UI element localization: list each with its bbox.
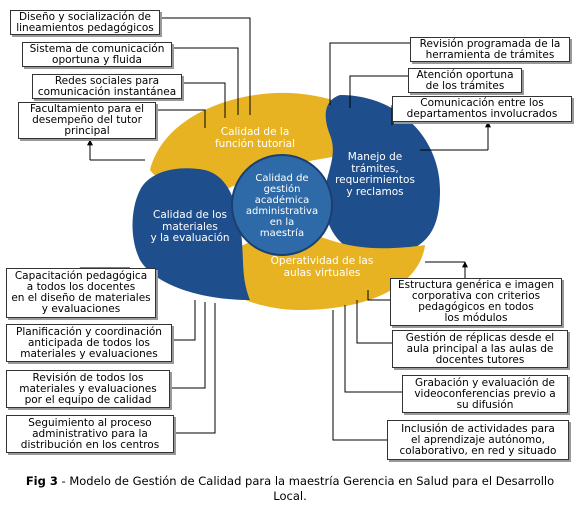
box-seguimiento-proceso: Seguimiento al proceso administrativo pa… <box>6 415 174 453</box>
petal-right-shape <box>324 95 440 260</box>
center-label: Calidad de gestión académica administrat… <box>245 173 319 239</box>
box-planificacion-coordinacion: Planificación y coordinación anticipada … <box>6 324 172 362</box>
figure-caption: Fig 3 - Modelo de Gestión de Calidad par… <box>10 474 570 504</box>
box-atencion-tramites: Atención oportuna de los trámites <box>408 68 522 93</box>
petal-bottom-label: Operatividad de las aulas virtuales <box>270 255 374 279</box>
box-sistema-comunicacion: Sistema de comunicación oportuna y fluid… <box>22 42 172 67</box>
box-diseno-lineamientos: Diseño y socialización de lineamientos p… <box>10 10 160 35</box>
petal-right-label: Manejo de trámites, requerimientos y rec… <box>335 151 415 198</box>
box-comunicacion-departamentos: Comunicación entre los departamentos inv… <box>392 96 572 122</box>
caption-label: Fig 3 <box>25 474 58 488</box>
center-circle <box>231 154 333 256</box>
connectors <box>77 17 491 441</box>
caption-text: - Modelo de Gestión de Calidad para la m… <box>57 474 555 503</box>
box-revision-tramites: Revisión programada de la herramienta de… <box>410 37 570 62</box>
box-capacitacion-pedagogica: Capacitación pedagógica a todos los doce… <box>6 268 156 318</box>
box-inclusion-actividades: Inclusión de actividades para el aprendi… <box>387 420 569 460</box>
petal-shapes <box>132 92 440 310</box>
petal-left-shape <box>132 168 250 300</box>
box-grabacion-videoconferencias: Grabación y evaluación de videoconferenc… <box>402 375 568 413</box>
petal-top-label: Calidad de la función tutorial <box>214 126 295 150</box>
box-estructura-generica: Estructura genérica e imagen corporativa… <box>390 278 562 326</box>
box-gestion-replicas: Gestión de réplicas desde el aula princi… <box>392 330 568 368</box>
box-redes-sociales: Redes sociales para comunicación instant… <box>32 74 182 99</box>
box-facultamiento-tutor: Facultamiento para el desempeño del tuto… <box>18 102 156 139</box>
petal-left-label: Calidad de los materiales y la evaluació… <box>150 209 230 244</box>
box-revision-materiales: Revisión de todos los materiales y evalu… <box>6 370 170 408</box>
